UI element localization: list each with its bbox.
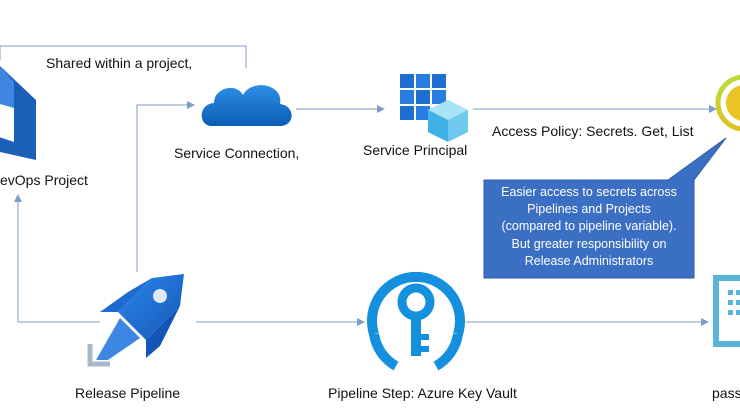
callout-line: But greater responsibility on (511, 236, 667, 251)
callout-line: Easier access to secrets across (501, 185, 677, 199)
label-release-pipeline: Release Pipeline (75, 385, 181, 401)
arrow-shared-loop (0, 45, 247, 68)
key-icon (367, 271, 465, 371)
service-principal-icon (400, 74, 468, 142)
label-access-policy: Access Policy: Secrets. Get, List (492, 123, 694, 139)
callout-line: Release Administrators (524, 253, 654, 268)
label-pipeline-step: Pipeline Step: Azure Key Vault (328, 385, 517, 401)
label-devops-project: evOps Project (0, 172, 88, 188)
connectors (0, 45, 717, 326)
key-vault-circle-icon (715, 74, 740, 132)
arrow-pipeline-to-connection (136, 101, 195, 272)
callout-text: Easier access to secrets across Pipeline… (484, 184, 694, 270)
callout-line: Pipelines and Projects (527, 202, 651, 217)
label-service-connection: Service Connection, (174, 145, 300, 161)
building-icon (713, 275, 740, 347)
cloud-icon (201, 85, 292, 126)
callout-line: (compared to pipeline variable). (501, 219, 677, 234)
label-service-principal: Service Principal (363, 142, 468, 158)
azure-devops-icon (0, 66, 36, 160)
callout-box (483, 137, 727, 279)
rocket-pipeline-icon (87, 274, 184, 367)
label-pass-cut: pass (712, 385, 740, 401)
label-shared-within: Shared within a project, (46, 55, 193, 71)
